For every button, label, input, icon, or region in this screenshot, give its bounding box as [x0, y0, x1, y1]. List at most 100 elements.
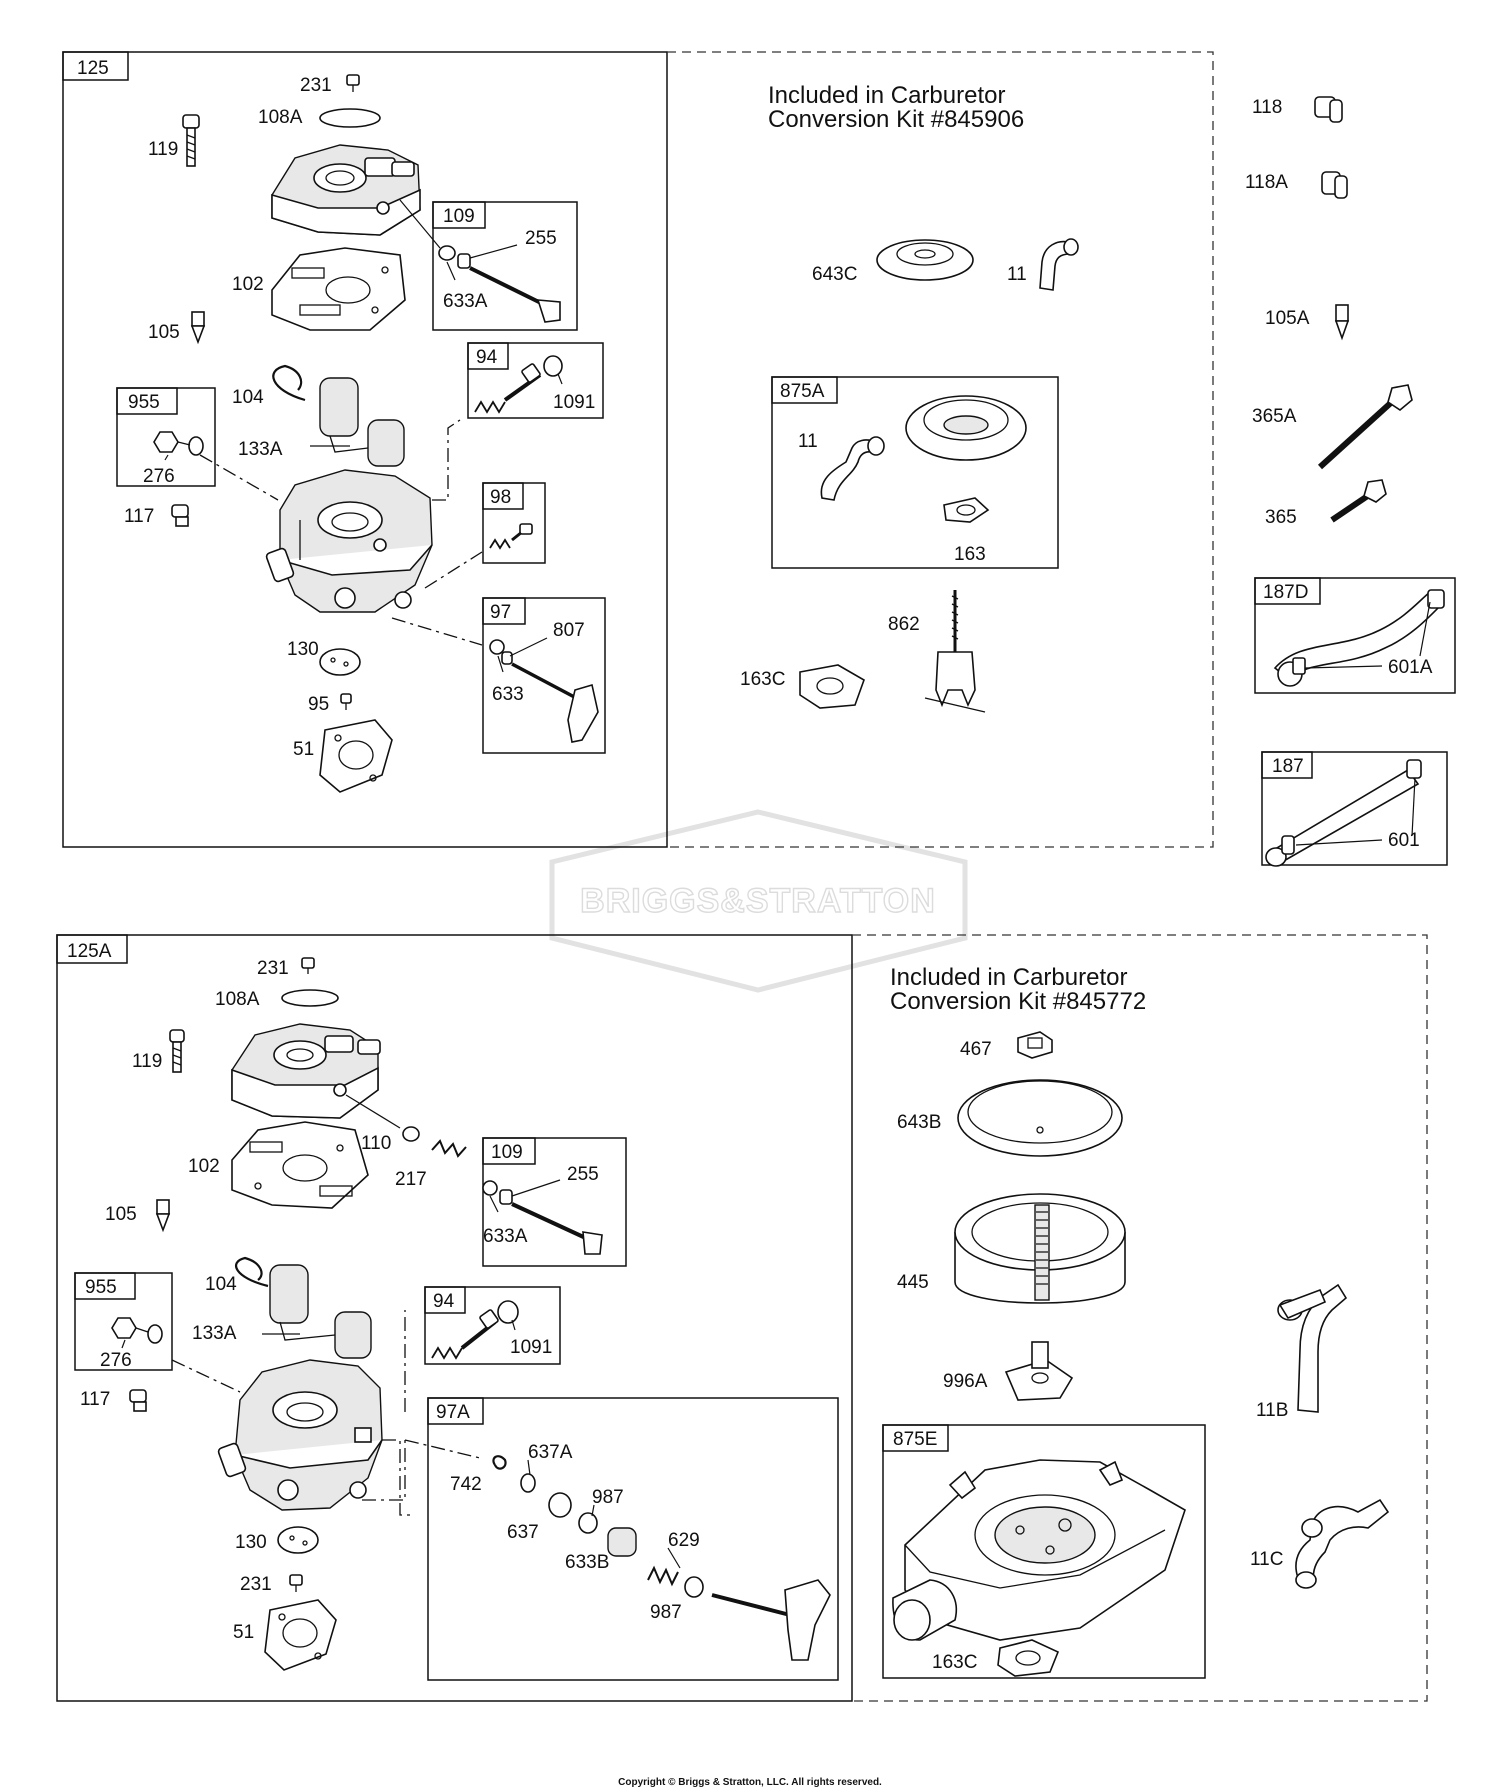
label-467: 467 [960, 1039, 992, 1060]
box-875A [771, 376, 1059, 569]
box-title-94-b: 94 [433, 1291, 455, 1312]
box-title-187D: 187D [1263, 582, 1308, 603]
box-title-98: 98 [490, 487, 511, 508]
label-601A: 601A [1388, 657, 1433, 678]
frame-125A [56, 934, 853, 1702]
carburetor-body-b-icon [217, 1359, 383, 1511]
label-11-top: 11 [1007, 264, 1027, 285]
fitting-118A-icon [1321, 171, 1348, 199]
label-104: 104 [232, 387, 264, 408]
bushing-633B-icon [607, 1527, 637, 1557]
box-875E [882, 1424, 1206, 1679]
label-11B: 11B [1256, 1400, 1288, 1421]
elbow-11-kit-icon [820, 436, 885, 501]
label-276-b: 276 [100, 1350, 132, 1371]
box-187 [1261, 751, 1448, 866]
carburetor-cover-icon [271, 144, 421, 236]
washer-637-icon [548, 1492, 572, 1518]
box-tab-955-b [74, 1272, 136, 1300]
label-163C-b: 163C [932, 1652, 977, 1673]
label-231-b: 231 [257, 958, 289, 979]
box-title-109-b: 109 [491, 1142, 523, 1163]
air-cleaner-body-icon [905, 395, 1027, 461]
box-title-875A: 875A [780, 381, 825, 402]
label-629: 629 [668, 1530, 700, 1551]
kit-845772-title-line2: Conversion Kit #845772 [890, 988, 1146, 1015]
box-title-875E: 875E [893, 1429, 937, 1450]
label-118A: 118A [1245, 172, 1288, 193]
gasket-51-b-icon [264, 1599, 337, 1671]
label-108A: 108A [258, 107, 303, 128]
idle-needle-94-icon [474, 355, 563, 414]
idle-needle-94-b-icon [431, 1300, 519, 1360]
kit-845772-dashed-frame [852, 934, 1428, 1702]
idle-screw-98-icon [489, 523, 533, 550]
box-tab-94 [467, 342, 509, 370]
choke-shaft-97A-icon [711, 1579, 831, 1661]
gasket-51-icon [319, 719, 393, 793]
label-130-b: 130 [235, 1532, 267, 1553]
box-tab-955 [116, 387, 178, 415]
label-255: 255 [525, 228, 557, 249]
label-117: 117 [124, 506, 154, 527]
label-996A: 996A [943, 1371, 988, 1392]
watermark-text: BRIGGS&STRATTON [580, 882, 936, 920]
label-104-b: 104 [205, 1274, 237, 1295]
label-231-c: 231 [240, 1574, 272, 1595]
label-217: 217 [395, 1169, 427, 1190]
plate-130-b-icon [277, 1526, 319, 1554]
carburetor-body-icon [265, 469, 433, 613]
label-365A: 365A [1252, 406, 1297, 427]
label-130: 130 [287, 639, 319, 660]
label-119: 119 [148, 139, 178, 160]
label-119-b: 119 [132, 1051, 162, 1072]
plug-117-b-icon [129, 1389, 147, 1412]
label-117-b: 117 [80, 1389, 110, 1410]
label-133A: 133A [238, 439, 283, 460]
label-95: 95 [308, 694, 329, 715]
screw-231-b-icon [301, 957, 315, 974]
bushing-987-b-icon [684, 1576, 704, 1598]
box-title-109: 109 [443, 206, 475, 227]
clip-742-icon [492, 1455, 507, 1470]
stud-bracket-862-icon [924, 590, 986, 713]
label-633: 633 [492, 684, 524, 705]
spring-629-icon [647, 1565, 679, 1587]
screw-119-b-icon [169, 1029, 185, 1073]
kit-845772-title-line1: Included in Carburetor [890, 964, 1127, 991]
ring-637A-icon [520, 1473, 536, 1493]
label-105: 105 [148, 322, 180, 343]
fitting-118-icon [1314, 96, 1343, 123]
box-tab-125A [56, 934, 128, 964]
label-637: 637 [507, 1522, 539, 1543]
clip-104-b-icon [234, 1256, 269, 1288]
box-title-94: 94 [476, 347, 498, 368]
label-102: 102 [232, 274, 264, 295]
bracket-996A-icon [1004, 1341, 1074, 1401]
label-862: 862 [888, 614, 920, 635]
label-255-b: 255 [567, 1164, 599, 1185]
plate-130-icon [319, 648, 361, 676]
float-133A-b-icon [262, 1264, 372, 1359]
box-tab-875E [882, 1424, 949, 1452]
label-643C: 643C [812, 264, 857, 285]
fuel-line-187-icon [1265, 759, 1422, 867]
gasket-102-icon [271, 247, 406, 331]
label-445: 445 [897, 1272, 929, 1293]
box-tab-94-b [424, 1286, 466, 1314]
label-276: 276 [143, 466, 175, 487]
label-51-b: 51 [233, 1622, 254, 1643]
box-tab-97 [482, 597, 526, 625]
label-807: 807 [553, 620, 585, 641]
plug-117-icon [171, 504, 189, 527]
box-94 [467, 342, 604, 419]
label-11C: 11C [1250, 1549, 1283, 1570]
carburetor-cover-b-icon [231, 1023, 381, 1119]
label-1091-b: 1091 [510, 1337, 552, 1358]
box-tab-187D [1254, 577, 1321, 605]
box-title-955-b: 955 [85, 1277, 117, 1298]
screw-231-icon [346, 74, 360, 92]
label-987: 987 [592, 1487, 624, 1508]
kit-845906-title-line2: Conversion Kit #845906 [768, 106, 1024, 133]
label-742: 742 [450, 1474, 482, 1495]
